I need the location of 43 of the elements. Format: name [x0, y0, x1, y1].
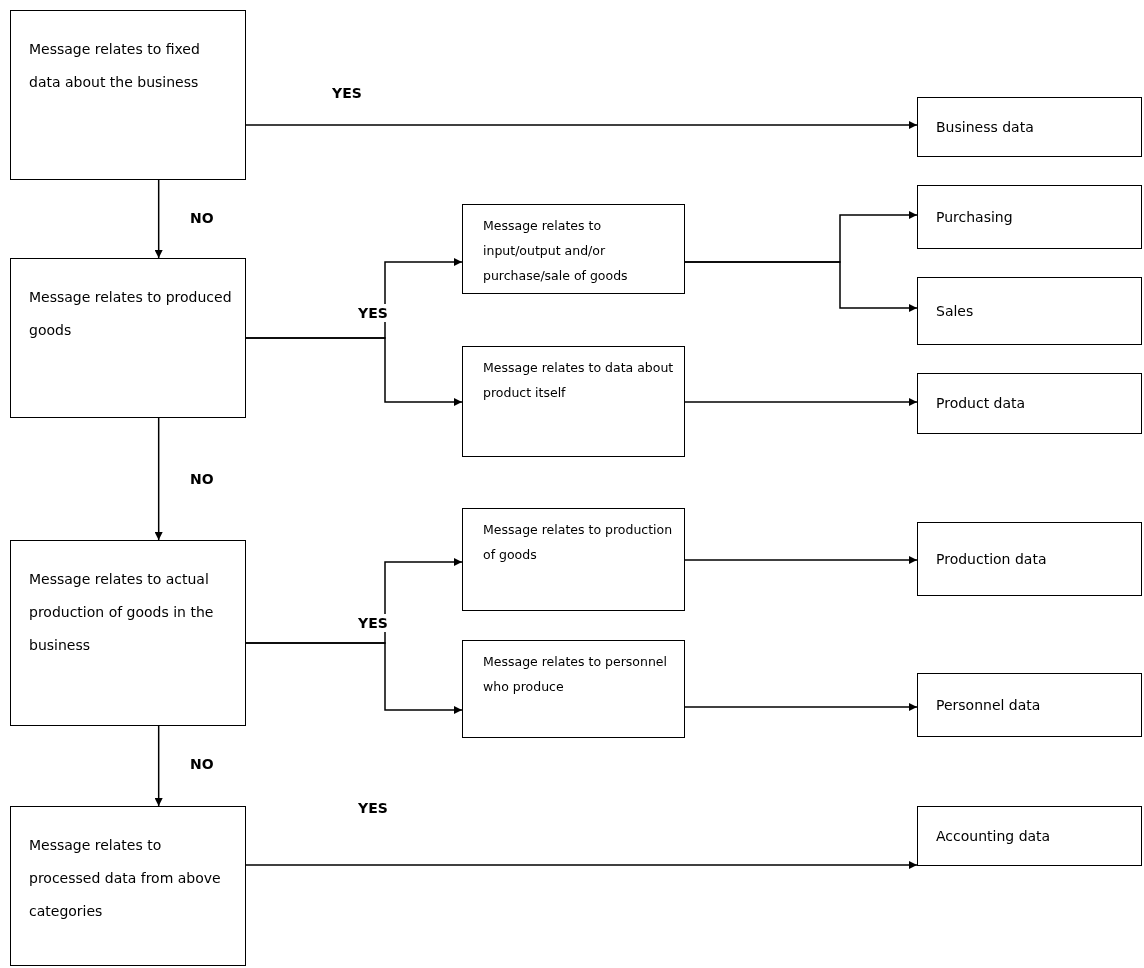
- process-box: [462, 508, 685, 611]
- arrow: [684, 556, 918, 564]
- box-text: Message relates to data about product itself: [483, 359, 675, 402]
- arrow: [245, 861, 918, 869]
- process-box: [462, 204, 685, 294]
- arrow: [245, 121, 918, 129]
- process-box: [462, 640, 685, 738]
- category-box: [917, 522, 1142, 596]
- box-text: Purchasing: [936, 207, 1013, 227]
- category-box: [917, 806, 1142, 866]
- arrow: [154, 179, 163, 259]
- box-text: Production data: [936, 549, 1047, 569]
- edge-label: YES: [356, 614, 390, 632]
- question-box: [10, 10, 246, 180]
- arrow: [154, 417, 163, 541]
- arrow: [684, 703, 918, 711]
- category-box: [917, 97, 1142, 157]
- box-text: Message relates to actual production of goods in the business: [29, 570, 215, 655]
- category-box: [917, 185, 1142, 249]
- question-box: [10, 258, 246, 418]
- box-text: Sales: [936, 301, 974, 321]
- process-box: [462, 346, 685, 457]
- arrow: [245, 337, 463, 406]
- box-text: Personnel data: [936, 695, 1041, 715]
- box-text: Message relates to processed data from above categories: [29, 836, 222, 921]
- box-text: Product data: [936, 394, 1026, 413]
- box-text: Message relates to input/output and/or purchase/sale of goods: [483, 217, 629, 285]
- question-box: [10, 540, 246, 726]
- box-text: Message relates to produced goods: [29, 288, 233, 340]
- box-text: Message relates to personnel who produce: [483, 653, 668, 696]
- arrow: [684, 398, 918, 406]
- box-text: Message relates to production of goods: [483, 521, 674, 564]
- category-box: [917, 373, 1142, 434]
- box-text: Message relates to fixed data about the business: [29, 40, 201, 92]
- box-text: Business data: [936, 117, 1034, 137]
- edge-label: YES: [356, 304, 390, 322]
- box-text: Accounting data: [936, 826, 1051, 846]
- question-box: [10, 806, 246, 966]
- category-box: [917, 277, 1142, 345]
- arrow: [154, 725, 163, 807]
- category-box: [917, 673, 1142, 737]
- arrow: [245, 642, 463, 714]
- arrow: [684, 261, 918, 312]
